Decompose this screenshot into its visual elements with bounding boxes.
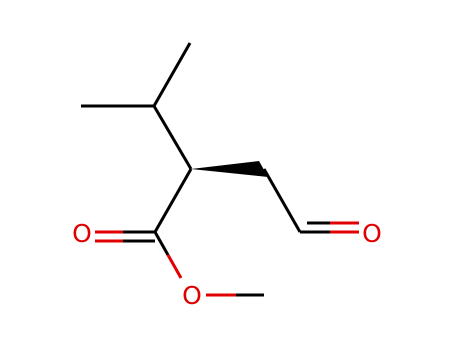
atom-label-aldehyde-oxygen: O	[362, 219, 382, 248]
bond-methyl-top	[152, 42, 192, 107]
wedge-bond-stereocenter	[191, 161, 268, 177]
bond-ch2-cho	[262, 168, 302, 233]
atom-label-ester-oxygen: O	[182, 281, 202, 310]
atom-label-carbonyl-oxygen: O	[72, 219, 92, 248]
bond-carbonyl-ester-o-black	[153, 231, 170, 256]
bond-alpha-carbonyl	[153, 168, 193, 233]
bond-carbonyl-ester-o-red	[166, 254, 183, 279]
bond-isopropyl-ch	[152, 105, 193, 170]
